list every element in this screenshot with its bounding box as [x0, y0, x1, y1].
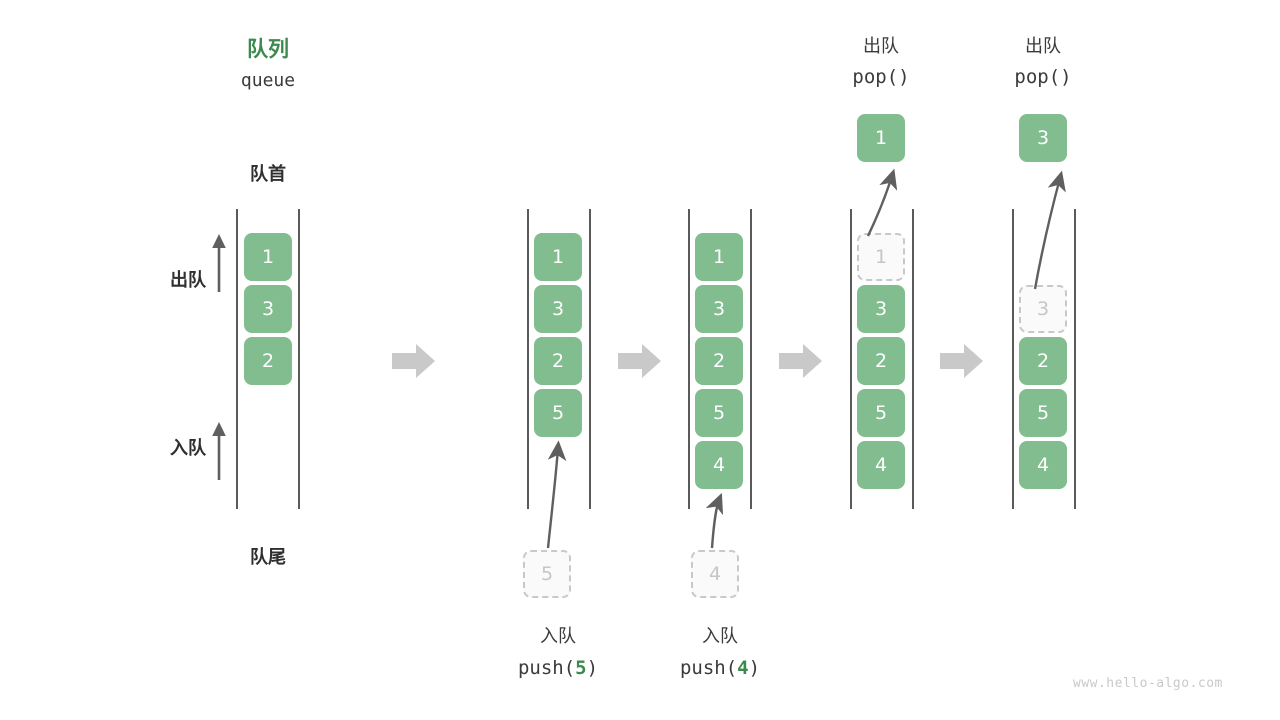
- queue-rail-right-2: [589, 209, 591, 509]
- queue-rail-right-5: [1074, 209, 1076, 509]
- stage-caption-code-text: push(4): [679, 657, 761, 679]
- watermark: www.hello-algo.com: [1073, 676, 1223, 691]
- dequeue-direction-label: 出队: [170, 270, 206, 291]
- pop-motion-arrow-3: [1033, 170, 1066, 290]
- dequeue-direction-arrow: [212, 234, 226, 292]
- queue-cell: 1: [534, 233, 582, 281]
- stage-caption-cn: 入队: [540, 626, 576, 647]
- queue-rail-left-5: [1012, 209, 1014, 509]
- enqueue-direction-label: 入队: [170, 438, 206, 459]
- queue-cell: 3: [695, 285, 743, 333]
- queue-cell: 3: [244, 285, 292, 333]
- queue-title-cn: 队列: [247, 37, 289, 61]
- queue-title-code: queue: [240, 70, 296, 91]
- stage-caption-cn: 出队: [863, 36, 899, 57]
- queue-cell: 3: [857, 285, 905, 333]
- stage-caption-code-text: pop(): [1014, 66, 1072, 88]
- queue-cell: 4: [857, 441, 905, 489]
- queue-cell: 4: [695, 441, 743, 489]
- step-arrow-3: [779, 344, 822, 378]
- stage-caption-code: pop(): [973, 66, 1113, 88]
- queue-cell: 5: [1019, 389, 1067, 437]
- stage-caption-code-text: pop(): [852, 66, 910, 88]
- stage-caption-code: push(5): [478, 657, 638, 679]
- popped-cell: 3: [1019, 114, 1067, 162]
- queue-cell: 2: [244, 337, 292, 385]
- queue-cell: 2: [534, 337, 582, 385]
- queue-rail-right-4: [912, 209, 914, 509]
- stage-caption-cn: 入队: [702, 626, 738, 647]
- stage-caption-code: push(4): [640, 657, 800, 679]
- stage-caption-code-text: push(5): [517, 657, 599, 679]
- queue-cell: 5: [695, 389, 743, 437]
- queue-rail-left-4: [850, 209, 852, 509]
- stage-caption-code-arg: 4: [737, 657, 749, 679]
- popped-ghost-cell: 3: [1019, 285, 1067, 333]
- queue-cell: 3: [534, 285, 582, 333]
- queue-cell: 2: [1019, 337, 1067, 385]
- queue-cell: 5: [857, 389, 905, 437]
- incoming-ghost-cell: 5: [523, 550, 571, 598]
- queue-cell: 2: [857, 337, 905, 385]
- step-arrow-2: [618, 344, 661, 378]
- queue-tail-label: 队尾: [250, 547, 286, 568]
- queue-cell: 1: [695, 233, 743, 281]
- stage-caption-cn: 出队: [1025, 36, 1061, 57]
- queue-cell: 5: [534, 389, 582, 437]
- queue-cell: 4: [1019, 441, 1067, 489]
- push-motion-arrow-5: [546, 440, 567, 549]
- queue-head-label: 队首: [250, 164, 286, 185]
- incoming-ghost-cell: 4: [691, 550, 739, 598]
- queue-cell: 2: [695, 337, 743, 385]
- enqueue-direction-arrow: [212, 422, 226, 480]
- step-arrow-1: [392, 344, 435, 378]
- step-arrow-4: [940, 344, 983, 378]
- popped-cell: 1: [857, 114, 905, 162]
- stage-caption-code-arg: 5: [575, 657, 587, 679]
- stage-caption-code: pop(): [811, 66, 951, 88]
- queue-rail-left-3: [688, 209, 690, 509]
- queue-rail-left-2: [527, 209, 529, 509]
- queue-rail-left-1: [236, 209, 238, 509]
- queue-cell: 1: [244, 233, 292, 281]
- queue-rail-right-1: [298, 209, 300, 509]
- pop-motion-arrow-1: [866, 168, 898, 237]
- push-motion-arrow-4: [705, 492, 724, 549]
- popped-ghost-cell: 1: [857, 233, 905, 281]
- queue-rail-right-3: [750, 209, 752, 509]
